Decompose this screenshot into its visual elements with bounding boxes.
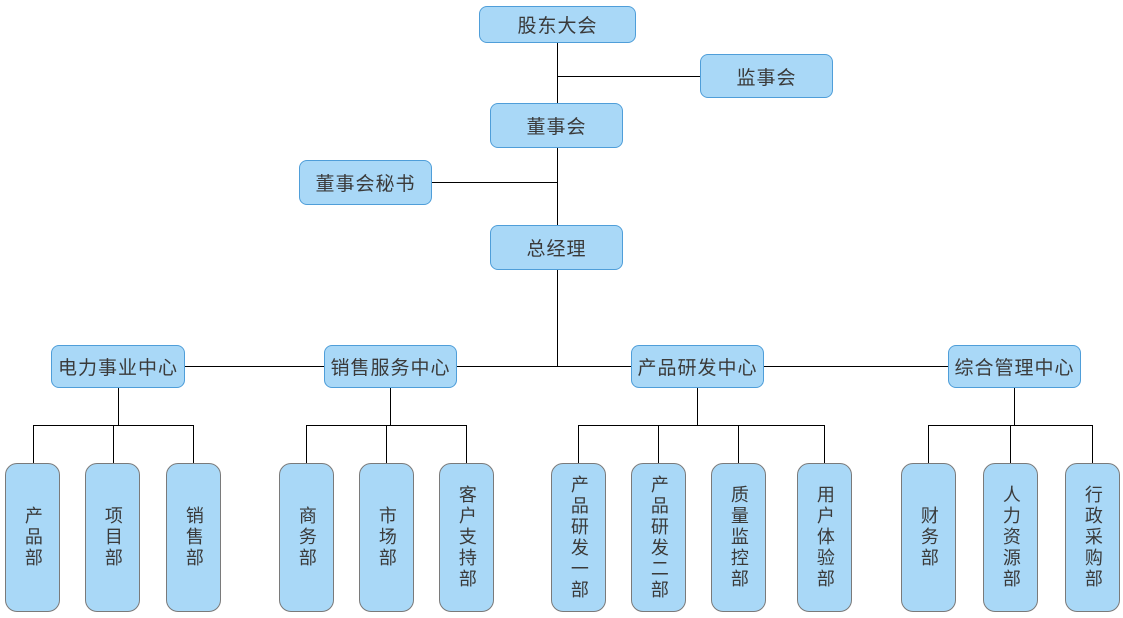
- connector-line: [557, 270, 558, 366]
- node-dept-human-resources[interactable]: 人力资源部: [983, 463, 1038, 612]
- node-label: 电力事业中心: [57, 358, 178, 379]
- connector-line: [118, 366, 1014, 367]
- connector-line: [386, 425, 387, 463]
- connector-line: [1092, 425, 1093, 463]
- node-dept-project[interactable]: 项目部: [85, 463, 140, 612]
- node-label: 股东大会: [517, 16, 598, 37]
- node-label: 人力资源部: [1000, 485, 1021, 590]
- node-dept-sales[interactable]: 销售部: [166, 463, 221, 612]
- node-label: 董事会秘书: [315, 174, 416, 195]
- connector-line: [306, 425, 307, 463]
- node-label: 销售部: [183, 506, 204, 569]
- node-center-electric-power[interactable]: 电力事业中心: [51, 345, 185, 388]
- connector-line: [432, 182, 557, 183]
- node-center-sales-service[interactable]: 销售服务中心: [324, 345, 457, 388]
- node-dept-admin-procurement[interactable]: 行政采购部: [1065, 463, 1120, 612]
- connector-line: [390, 388, 391, 425]
- node-board-of-directors[interactable]: 董事会: [490, 103, 623, 148]
- node-label: 产品研发中心: [637, 358, 758, 379]
- connector-line: [658, 425, 659, 463]
- node-shareholders-meeting[interactable]: 股东大会: [479, 6, 636, 43]
- node-label: 产品研发一部: [568, 474, 589, 601]
- node-center-general-management[interactable]: 综合管理中心: [948, 345, 1081, 388]
- node-dept-product[interactable]: 产品部: [5, 463, 60, 612]
- connector-line: [557, 43, 558, 103]
- node-label: 质量监控部: [728, 485, 749, 590]
- node-center-product-rnd[interactable]: 产品研发中心: [631, 345, 764, 388]
- node-label: 市场部: [376, 506, 397, 569]
- node-label: 财务部: [918, 506, 939, 569]
- connector-line: [33, 425, 34, 463]
- connector-line: [1014, 388, 1015, 425]
- node-dept-marketing[interactable]: 市场部: [359, 463, 414, 612]
- node-label: 行政采购部: [1082, 485, 1103, 590]
- connector-line: [578, 425, 824, 426]
- connector-line: [578, 425, 579, 463]
- node-general-manager[interactable]: 总经理: [490, 225, 623, 270]
- connector-line: [738, 425, 739, 463]
- connector-line: [824, 425, 825, 463]
- connector-line: [193, 425, 194, 463]
- node-label: 项目部: [102, 506, 123, 569]
- node-supervisory-board[interactable]: 监事会: [700, 54, 833, 98]
- connector-line: [113, 425, 114, 463]
- connector-line: [697, 388, 698, 425]
- connector-line: [466, 425, 467, 463]
- node-dept-product-rnd-1[interactable]: 产品研发一部: [551, 463, 606, 612]
- node-label: 产品部: [22, 506, 43, 569]
- connector-line: [118, 388, 119, 425]
- node-label: 董事会: [526, 117, 587, 138]
- node-label: 产品研发二部: [648, 474, 669, 601]
- node-label: 商务部: [296, 506, 317, 569]
- node-label: 用户体验部: [814, 485, 835, 590]
- connector-line: [928, 425, 929, 463]
- node-dept-user-experience[interactable]: 用户体验部: [797, 463, 852, 612]
- connector-line: [1010, 425, 1011, 463]
- node-label: 销售服务中心: [330, 358, 451, 379]
- node-dept-customer-support[interactable]: 客户支持部: [439, 463, 494, 612]
- node-dept-quality-control[interactable]: 质量监控部: [711, 463, 766, 612]
- node-dept-business[interactable]: 商务部: [279, 463, 334, 612]
- connector-line: [557, 76, 700, 77]
- node-dept-product-rnd-2[interactable]: 产品研发二部: [631, 463, 686, 612]
- node-label: 综合管理中心: [954, 358, 1075, 379]
- node-label: 监事会: [736, 67, 797, 89]
- node-dept-finance[interactable]: 财务部: [901, 463, 956, 612]
- node-label: 客户支持部: [456, 485, 477, 590]
- connector-line: [557, 148, 558, 225]
- node-board-secretary[interactable]: 董事会秘书: [299, 160, 432, 205]
- node-label: 总经理: [526, 239, 587, 260]
